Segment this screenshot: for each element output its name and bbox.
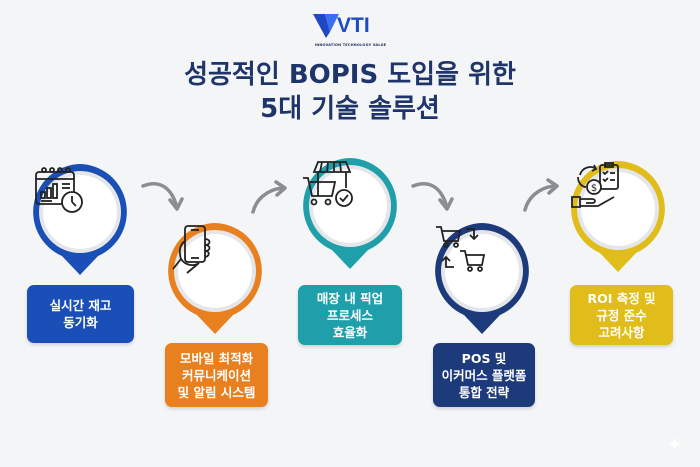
curved-arrow-down-icon [141, 182, 184, 211]
step-4-label-line-1: POS 및 [461, 350, 507, 366]
step-4-pin [432, 221, 532, 346]
hand-smartphone-icon [172, 225, 211, 274]
logo-text: VTI [337, 14, 370, 37]
hand-dollar-checklist-icon: $ [571, 162, 619, 208]
curved-arrow-up-icon [251, 180, 287, 214]
step-5-label-line-3: 고려사항 [598, 324, 645, 340]
step-3-label-line-3: 효율화 [332, 324, 368, 340]
step-2-pin [165, 221, 265, 346]
step-4-label-line-3: 통합 전략 [458, 384, 510, 400]
step-1-label-line-2: 동기화 [63, 315, 98, 330]
store-cart-check-icon [303, 161, 353, 207]
step-2-label-line-2: 커뮤니케이션 [181, 367, 251, 383]
cart-exchange-icon [436, 226, 486, 272]
step-3-pin [300, 156, 400, 281]
vti-logo: VTI INNOVATION TECHNOLOGY VALUE [313, 10, 388, 50]
step-2-label-line-3: 및 알림 시스템 [177, 384, 256, 400]
calendar-chart-clock-icon [35, 167, 83, 213]
step-3-label-line-1: 매장 내 픽업 [316, 290, 384, 306]
title-line-1: 성공적인 BOPIS 도입을 위한 [184, 60, 516, 90]
step-1-pin [30, 162, 130, 287]
step-5-pin: $ [568, 159, 668, 284]
page-title: 성공적인 BOPIS 도입을 위한 5대 기술 솔루션 [0, 58, 700, 126]
step-3-label-line-2: 프로세스 [326, 307, 373, 323]
curved-arrow-up-icon [523, 178, 559, 212]
logo-tagline: INNOVATION TECHNOLOGY VALUE [314, 43, 387, 47]
step-1-label-line-1: 실시간 재고 [49, 298, 112, 313]
step-2-label-line-1: 모바일 최적화 [179, 350, 254, 366]
sparkle-watermark-icon: ✦ [666, 432, 683, 456]
step-5-label-line-1: ROI 측정 및 [587, 290, 656, 306]
step-5-label-line-2: 규정 준수 [596, 307, 647, 323]
logo-v-mark-icon [313, 14, 339, 38]
curved-arrow-down-icon [411, 182, 454, 211]
title-line-2: 5대 기술 솔루션 [260, 94, 440, 124]
step-4-label-line-2: 이커머스 플랫폼 [441, 367, 527, 383]
svg-text:$: $ [591, 183, 597, 194]
